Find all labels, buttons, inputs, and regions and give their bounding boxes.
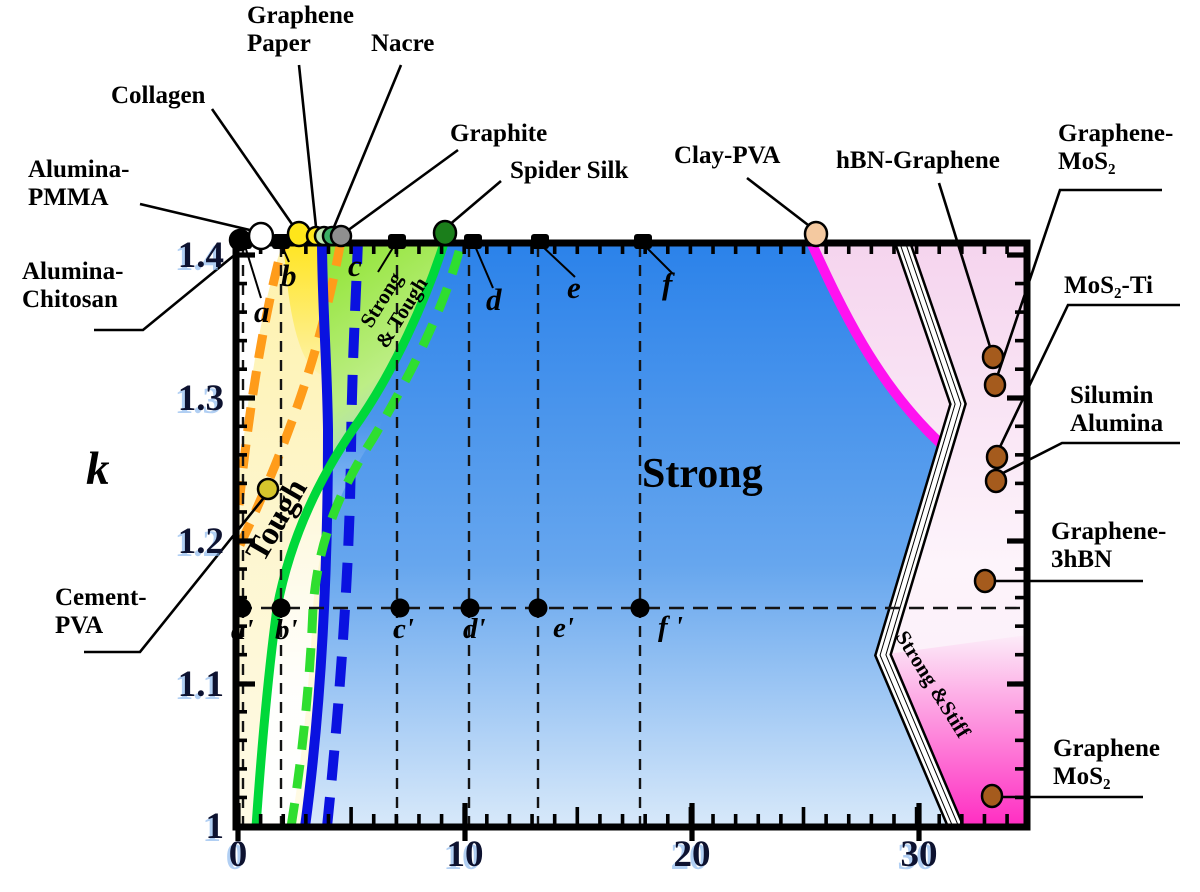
clay-pva-dot [803, 220, 829, 248]
x-tick-10: 10 [446, 834, 484, 875]
point-label-a: a [254, 294, 270, 329]
graphene-mos2-dot [983, 372, 1007, 398]
cement-pva-dot [256, 477, 280, 501]
green-solid-curve [251, 243, 449, 827]
orange-dashed-curve-2 [236, 243, 346, 547]
label-mos2-ti: MoS₂-Ti [1064, 272, 1153, 299]
top-left-white-wedge [236, 243, 283, 470]
label-cement-pva: Cement-PVA [55, 584, 147, 639]
point-letter-leaders [244, 245, 674, 299]
graphene-mos2-b-dot [980, 783, 1004, 809]
spider-silk-dot [432, 219, 458, 247]
hot-pink-region-fill [880, 635, 1027, 827]
point-label-e-prime: e' [553, 612, 574, 644]
point-label-a-prime: a' [231, 614, 254, 646]
label-alumina-pmma: Alumina-PMMA [28, 156, 130, 211]
label-nacre: Nacre [371, 30, 435, 57]
label-graphene-mos2: Graphene-MoS₂ [1058, 120, 1174, 175]
label-leader-lines [84, 64, 1180, 799]
yellow-wedge [283, 243, 322, 375]
hbn-graphene-dot [981, 344, 1005, 370]
label-spider-silk: Spider Silk [510, 157, 629, 184]
green-dashed-curve [286, 243, 466, 827]
point-label-e: e [567, 270, 581, 305]
y-tick-1-1: 1.1 [177, 664, 224, 705]
alumina-pmma-dot [247, 221, 275, 251]
white-gap-region [256, 243, 462, 827]
x-tick-0: 0 [228, 834, 248, 875]
point-label-c: c [348, 248, 362, 283]
label-hbn-graphene: hBN-Graphene [836, 147, 1000, 174]
alumina-chitosan-dot [228, 228, 252, 252]
x-tick-30: 30 [900, 834, 938, 875]
label-alumina-chitosan: Alumina-Chitosan [22, 258, 124, 313]
point-label-f: f [662, 266, 673, 301]
y-tick-1-3: 1.3 [177, 378, 224, 419]
y-tick-1-4: 1.4 [177, 235, 224, 276]
point-label-d: d [486, 282, 502, 317]
label-graphene-3hbn: Graphene-3hBN [1051, 518, 1167, 573]
label-collagen: Collagen [111, 82, 206, 109]
label-clay-pva: Clay-PVA [674, 142, 781, 169]
graphite-dot [329, 224, 353, 248]
region-label-strong: Strong [642, 451, 763, 497]
point-label-b: b [281, 258, 297, 293]
plot-frame [232, 239, 1031, 831]
graphene-3hbn-dot [973, 568, 997, 594]
point-label-c-prime: c' [393, 613, 414, 645]
point-label-b-prime: b' [275, 614, 298, 646]
strong-stiff-band [873, 243, 967, 827]
y-axis-title: k [86, 443, 110, 495]
label-graphite: Graphite [450, 120, 548, 147]
inner-reference-markers [232, 598, 650, 618]
guide-lines [237, 246, 1025, 824]
material-dots [228, 219, 1009, 809]
silumin-alumina-dot [984, 468, 1008, 494]
magenta-boundary-curve [805, 243, 944, 447]
y-tick-1-2: 1.2 [177, 521, 224, 562]
y-tick-1: 1 [205, 806, 225, 847]
x-tick-20: 20 [673, 834, 711, 875]
point-label-f-prime: f ' [658, 611, 683, 643]
point-label-d-prime: d' [463, 613, 486, 645]
mos2-ti-dot [985, 444, 1009, 470]
